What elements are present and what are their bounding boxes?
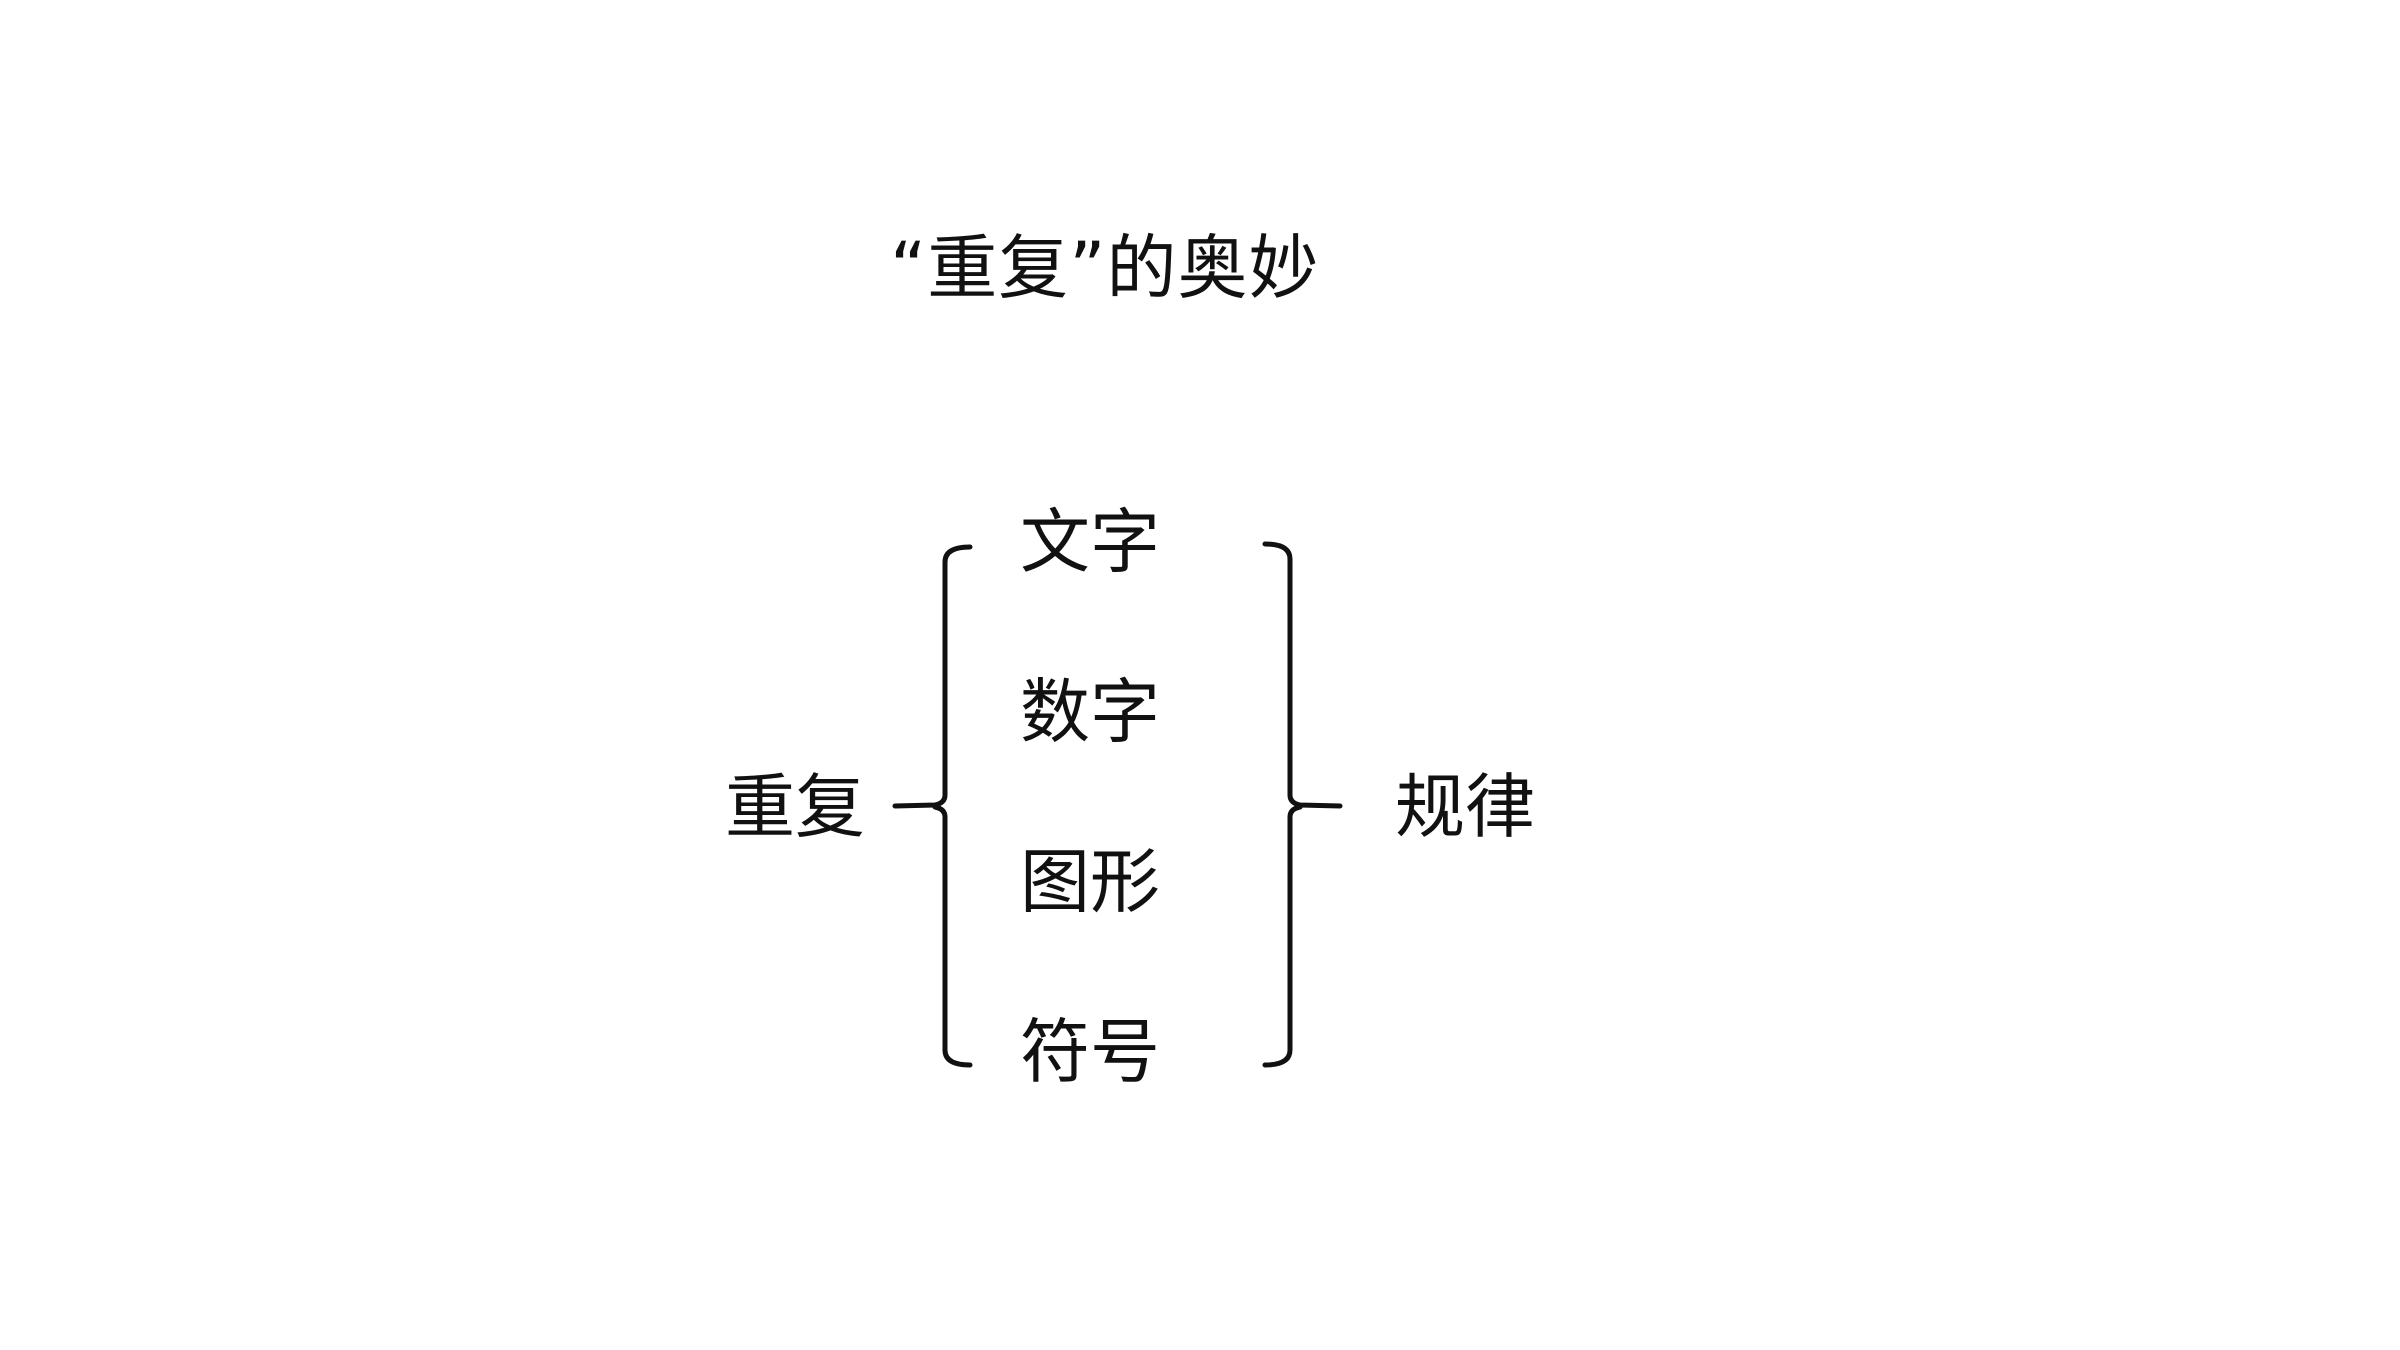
slide-title: “重复”的奥妙	[890, 227, 1320, 309]
category-item-symbols: 符号	[1020, 1011, 1160, 1093]
category-item-shapes: 图形	[1020, 841, 1160, 923]
left-term-label: 重复	[725, 766, 865, 848]
category-item-numbers: 数字	[1020, 671, 1160, 753]
right-term-label: 规律	[1395, 766, 1535, 848]
left-bracket	[892, 544, 973, 1068]
right-bracket	[1262, 541, 1343, 1068]
category-item-text: 文字	[1020, 501, 1160, 583]
